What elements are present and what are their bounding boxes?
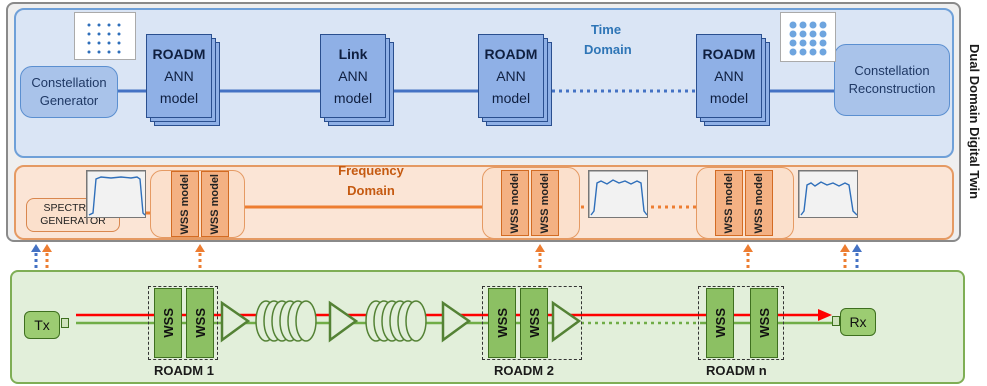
wss-device-label: WSS (712, 308, 728, 338)
wss-model-group-2: WSS model WSS model (482, 167, 580, 239)
roadm-n-label: ROADM n (706, 363, 767, 378)
roadm-2-label: ROADM 2 (494, 363, 554, 378)
wss-device: WSS (750, 288, 778, 358)
spectrum-plot-input-frame (86, 170, 146, 218)
fiber-spool-icon (255, 300, 317, 342)
ann-model-name: ROADM (484, 46, 538, 62)
tx-port (61, 318, 69, 328)
constellation-points (87, 23, 121, 54)
constellation-reconstruction: Constellation Reconstruction (834, 44, 950, 116)
frequency-domain-label: Frequency Domain (326, 161, 416, 201)
rx-label: Rx (849, 314, 867, 330)
roadm-links (195, 244, 753, 268)
rx-receiver: Rx (840, 308, 876, 336)
constellation-reconstruction-line1: Constellation (854, 63, 930, 78)
amplifier-icon (441, 300, 472, 343)
wss-model: WSS model (715, 170, 743, 236)
ann-model-card: ROADM ANN model (146, 34, 212, 118)
wss-model: WSS model (201, 171, 229, 237)
constellation-generator: Constellation Generator (20, 66, 118, 118)
wss-model: WSS model (745, 170, 773, 236)
ann-model-line2: ANN (338, 68, 368, 84)
constellation-generator-line2: Generator (39, 93, 99, 108)
constellation-generator-line1: Constellation (31, 75, 107, 90)
right-links (840, 244, 862, 268)
wss-device-label: WSS (494, 308, 510, 338)
ann-model-line3: model (333, 90, 373, 106)
signal-arrow-head (818, 309, 832, 321)
wss-device-label: WSS (192, 308, 208, 338)
side-title-wrapper: Dual Domain Digital Twin (962, 6, 987, 238)
constellation-thumbnail-input (74, 12, 136, 60)
ann-model-card: ROADM ANN model (696, 34, 762, 118)
constellation-thumbnail-output (780, 12, 836, 62)
ann-model-name: ROADM (152, 46, 206, 62)
roadm-n-outline (698, 286, 784, 360)
roadm-1-outline (148, 286, 218, 360)
ann-model-line3: model (491, 90, 531, 106)
ann-model-line2: ANN (714, 68, 744, 84)
time-domain-label-line2: Domain (584, 42, 632, 57)
amplifier-icon (328, 300, 359, 343)
wss-model: WSS model (501, 170, 529, 236)
fiber-spool-icon (365, 300, 427, 342)
roadm-1-label: ROADM 1 (154, 363, 214, 378)
ann-model-line2: ANN (164, 68, 194, 84)
ann-model-name: ROADM (702, 46, 756, 62)
tx-label: Tx (34, 317, 50, 333)
wss-device: WSS (154, 288, 182, 358)
wss-device-label: WSS (526, 308, 542, 338)
frequency-domain-label-line1: Frequency (338, 163, 404, 178)
ann-model-card: ROADM ANN model (478, 34, 544, 118)
wss-model: WSS model (531, 170, 559, 236)
ann-model-line3: model (709, 90, 749, 106)
ann-model-line3: model (159, 90, 199, 106)
roadm-2-outline (482, 286, 582, 360)
left-links (31, 244, 52, 268)
wss-device-label: WSS (160, 308, 176, 338)
tx-transmitter: Tx (24, 311, 60, 339)
wss-device-label: WSS (756, 308, 772, 338)
wss-device: WSS (706, 288, 734, 358)
wss-device: WSS (520, 288, 548, 358)
spectrum-generator-line2: GENERATOR (40, 215, 106, 227)
amplifier-icon (220, 300, 251, 343)
ann-model-card: Link ANN model (320, 34, 386, 118)
rx-port (832, 316, 840, 326)
ann-model-line2: ANN (496, 68, 526, 84)
wss-device: WSS (488, 288, 516, 358)
constellation-reconstruction-line2: Reconstruction (848, 81, 936, 96)
spectrum-plot-mid (588, 170, 648, 218)
ann-model-name: Link (338, 46, 368, 62)
time-domain-label-line1: Time (590, 22, 622, 37)
time-domain-label: Time Domain (584, 20, 632, 60)
side-title: Dual Domain Digital Twin (967, 44, 982, 200)
spectrum-plot-output (798, 170, 858, 218)
constellation-clouds (789, 21, 827, 56)
frequency-domain-label-line2: Domain (347, 183, 395, 198)
wss-model-group-3: WSS model WSS model (696, 167, 794, 239)
amplifier-icon (551, 300, 582, 343)
wss-model-group-1: WSS model WSS model (150, 170, 245, 238)
wss-model: WSS model (171, 171, 199, 237)
wss-device: WSS (186, 288, 214, 358)
